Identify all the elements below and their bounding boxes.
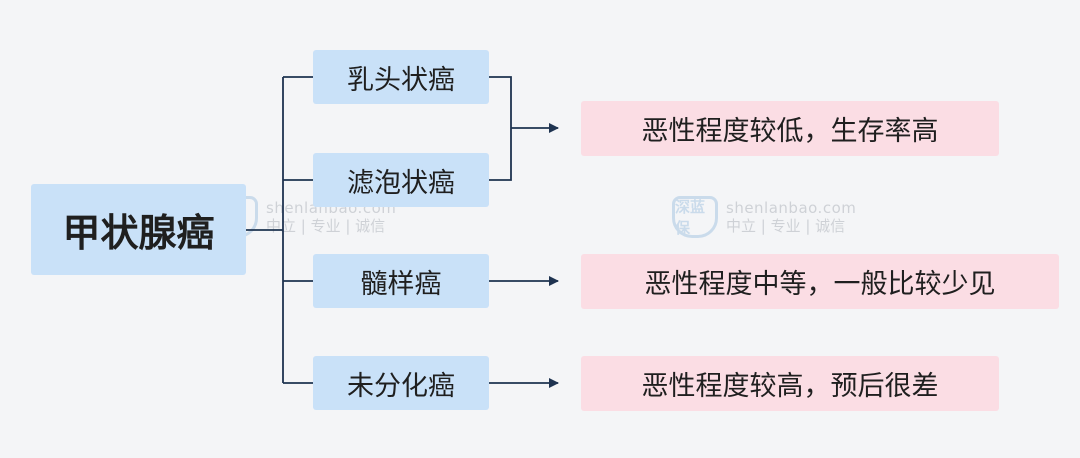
merge-bracket (489, 76, 512, 181)
watermark-slogan: 中立 | 专业 | 诚信 (726, 217, 846, 235)
result-node-low: 恶性程度较低，生存率高 (581, 101, 999, 156)
watermark-right: 深蓝保 shenlanbao.com 中立 | 专业 | 诚信 (672, 196, 856, 238)
result-node-medium: 恶性程度中等，一般比较少见 (581, 254, 1059, 309)
type-node-papillary: 乳头状癌 (313, 50, 489, 104)
type-node-follicular: 滤泡状癌 (313, 153, 489, 207)
watermark-slogan: 中立 | 专业 | 诚信 (266, 217, 386, 235)
shield-logo-icon: 深蓝保 (672, 196, 718, 238)
watermark-site: shenlanbao.com (726, 199, 857, 217)
result-node-high: 恶性程度较高，预后很差 (581, 356, 999, 411)
type-node-anaplastic: 未分化癌 (313, 356, 489, 410)
root-node: 甲状腺癌 (31, 184, 246, 275)
type-node-medullary: 髓样癌 (313, 254, 489, 308)
